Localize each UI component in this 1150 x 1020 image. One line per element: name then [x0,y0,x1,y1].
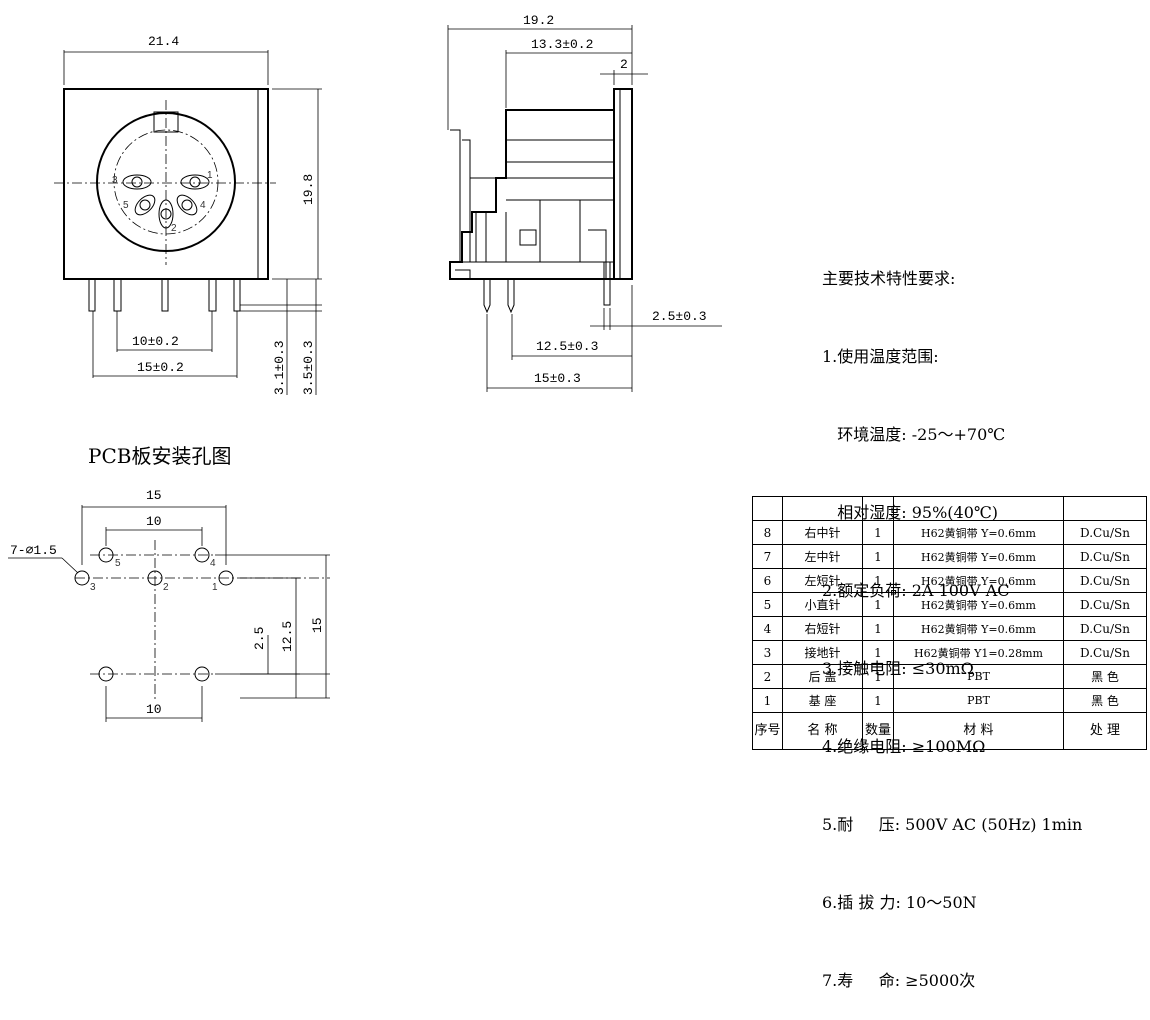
hole-4 [194,547,210,563]
technical-drawing: 1 2 3 4 5 21.4 19.8 10±0.2 15±0.2 [8,13,722,722]
pcb-dim-2-5: 2.5 [252,627,267,650]
spec-line: 6.插 拔 力: 10～50N [822,893,977,912]
hole-6 [98,666,114,682]
hole-num-2: 2 [163,582,169,593]
spec-line: 7.寿 命: ≥5000次 [822,971,976,990]
dim-pin-15: 15±0.2 [137,360,184,375]
dim-pin-len-a: 3.1±0.3 [272,340,287,395]
table-header-row: 序号名 称数量材 料处 理 [752,712,1147,750]
side-flange [613,88,633,280]
pcb-dim-15-right: 15 [310,617,325,633]
spec-line: 环境温度: -25～+70℃ [822,425,1006,444]
side-dim-2-5: 2.5±0.3 [652,309,707,324]
dim-height: 19.8 [301,174,316,205]
side-view: 19.2 13.3±0.2 2 2.5±0.3 12.5±0.3 15±0.3 [447,13,722,392]
pin-label-4: 4 [200,200,206,211]
hole-3 [74,570,90,586]
contact-pins [122,174,210,229]
spec-title: 主要技术特性要求: [822,269,956,288]
hole-7 [194,666,210,682]
pcb-dim-10-top: 10 [146,514,162,529]
pcb-hole-label: 7-⌀1.5 [10,543,57,558]
hole-num-3: 3 [90,582,96,593]
pcb-dim-10-bottom: 10 [146,702,162,717]
spec-line: 1.使用温度范围: [822,347,939,366]
side-dim-total: 19.2 [523,13,554,28]
spec-line: 5.耐 压: 500V AC (50Hz) 1min [822,815,1083,834]
side-dim-15: 15±0.3 [534,371,581,386]
pcb-dim-15-top: 15 [146,488,162,503]
pin-label-1: 1 [207,170,213,181]
pcb-holes [74,547,234,682]
side-body-outline [449,109,614,280]
hole-num-5: 5 [115,558,121,569]
dim-width: 21.4 [148,34,179,49]
pin-label-3: 3 [112,175,118,186]
side-dim-12-5: 12.5±0.3 [536,339,598,354]
hole-1 [218,570,234,586]
pin-label-5: 5 [123,200,129,211]
hole-5 [98,547,114,563]
hole-num-1: 1 [212,582,218,593]
hole-num-4: 4 [210,558,216,569]
side-dim-body: 13.3±0.2 [531,37,593,52]
pcb-hole-layout: 15 10 5 4 3 2 1 7-⌀1.5 10 [8,488,330,722]
table-row [752,496,1147,521]
dim-pin-10: 10±0.2 [132,334,179,349]
front-view: 1 2 3 4 5 21.4 19.8 10±0.2 15±0.2 [54,34,322,395]
side-dim-flange: 2 [620,57,628,72]
pcb-title: PCB板安装孔图 [88,444,232,468]
pcb-dim-12-5: 12.5 [280,621,295,652]
front-pins [88,278,241,312]
dim-pin-len-b: 3.5±0.3 [301,340,316,395]
hole-2 [147,570,163,586]
pin-label-2: 2 [171,223,177,234]
